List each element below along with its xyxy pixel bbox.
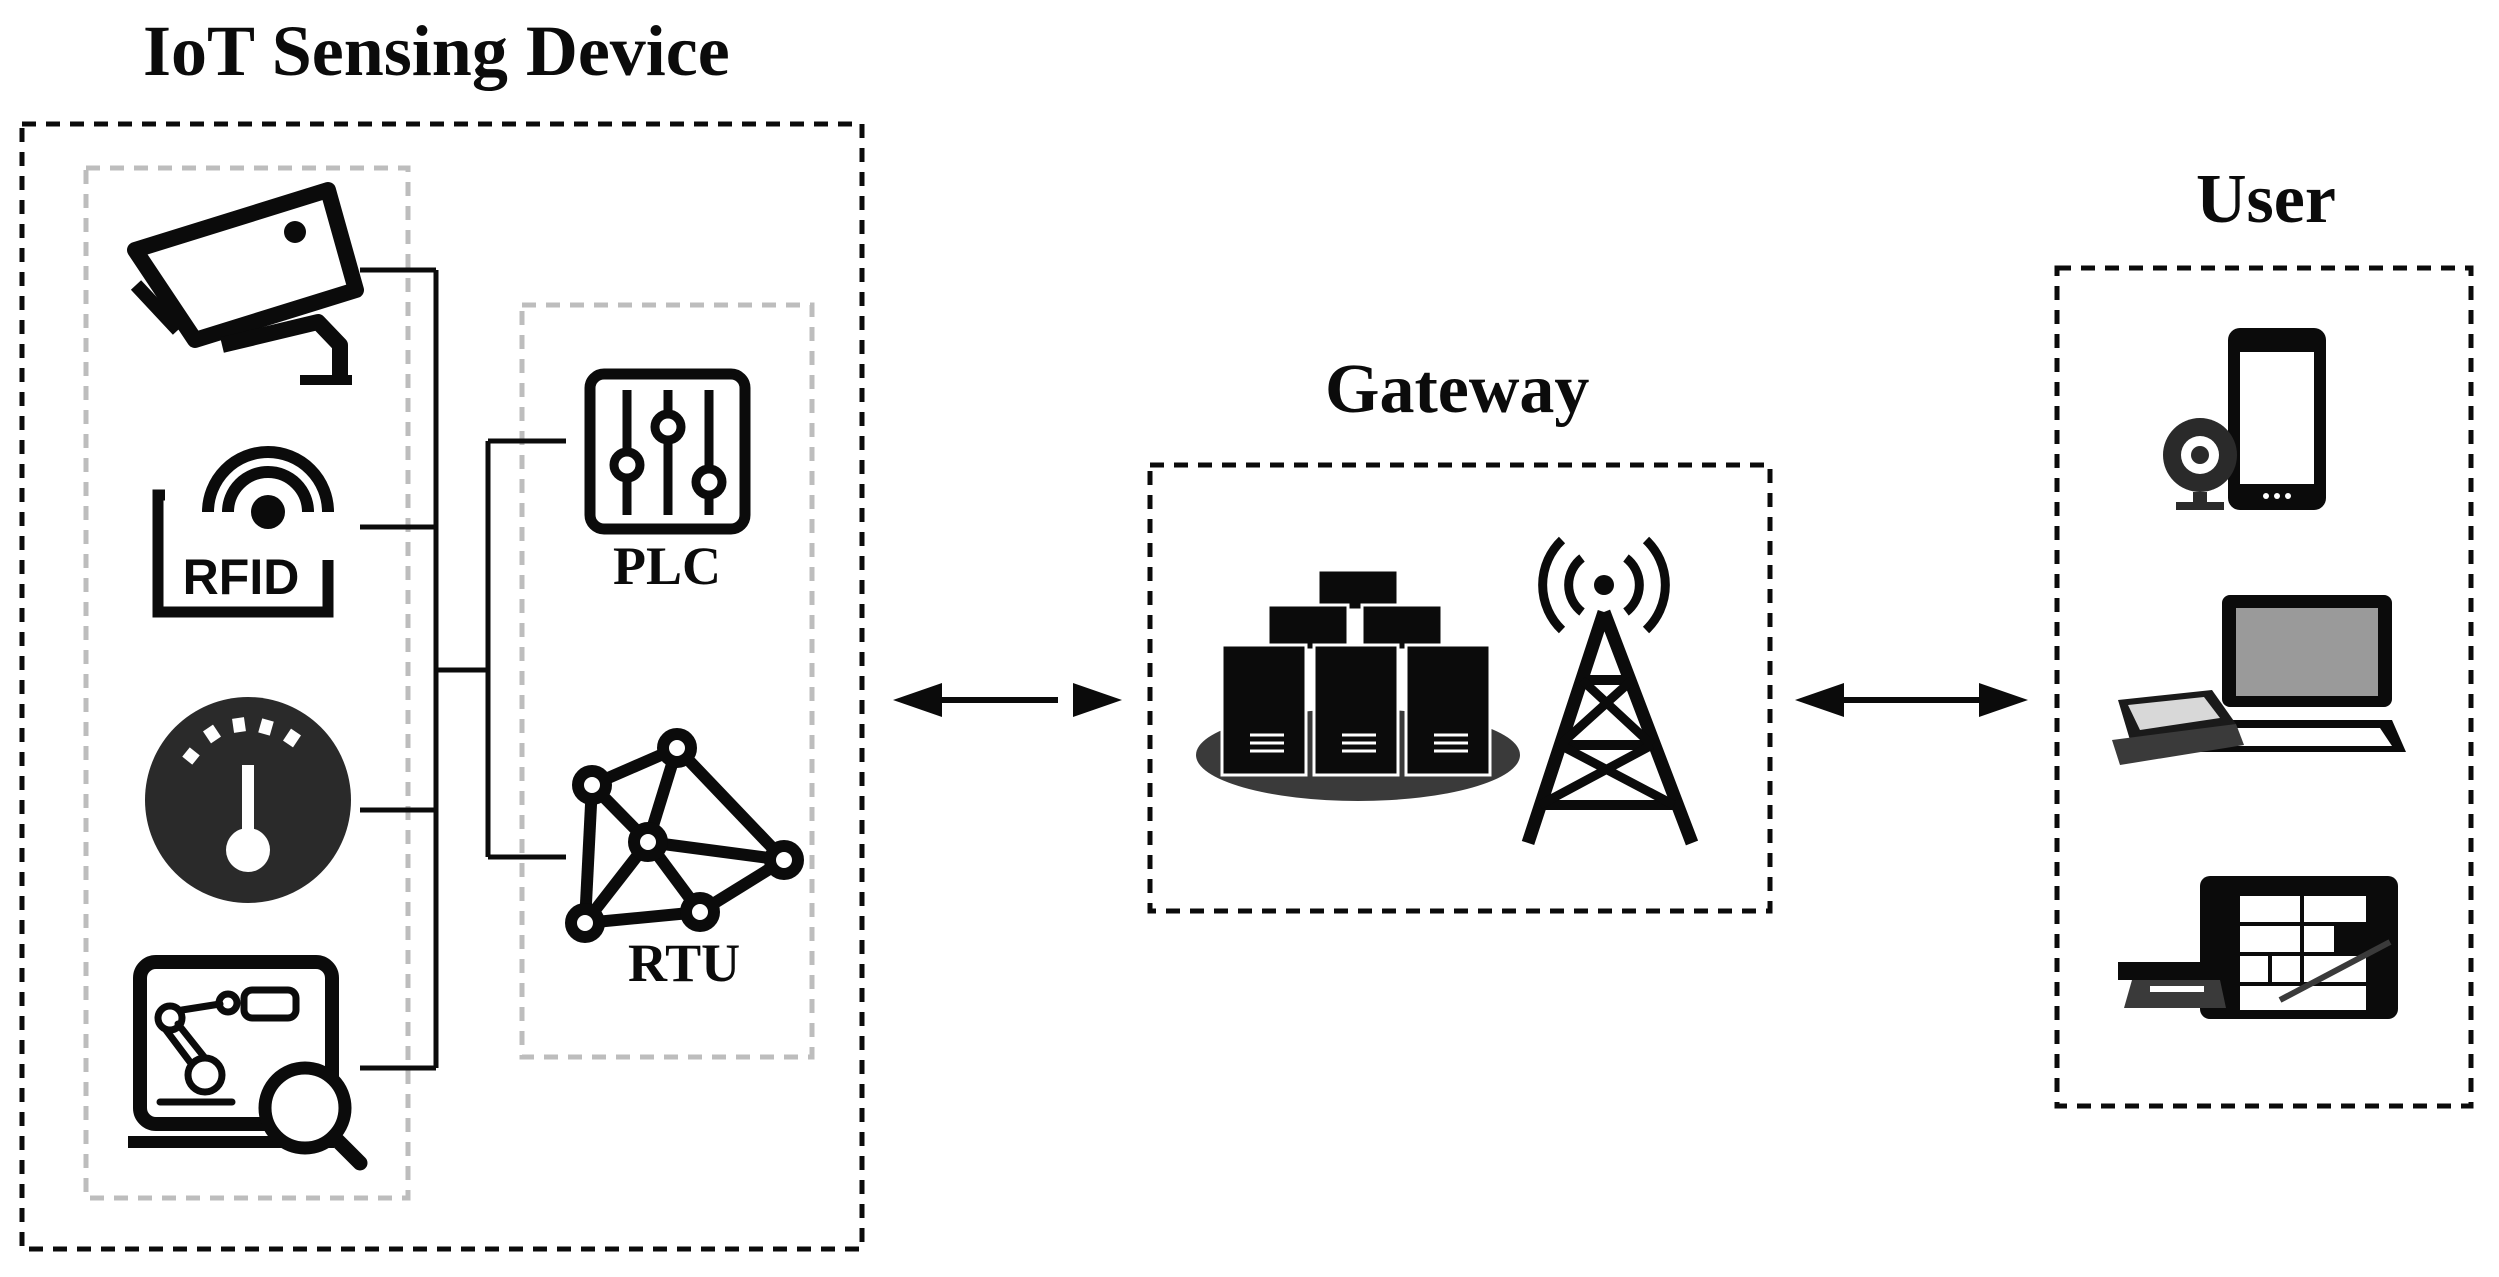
sensor-bus-lines <box>360 267 566 1071</box>
radio-tower-icon <box>1521 536 1699 846</box>
plc-sliders-icon <box>584 368 751 535</box>
iot-group-box <box>19 121 865 1252</box>
rtu-network-icon <box>565 728 804 943</box>
gateway-group-box <box>1147 462 1773 914</box>
iot-title: IoT Sensing Device <box>143 11 730 91</box>
arrow-iot-gateway <box>893 683 1122 717</box>
cctv-camera-icon <box>127 182 364 385</box>
user-title: User <box>2196 161 2336 238</box>
gauge-icon <box>145 697 351 903</box>
arrow-gateway-user <box>1795 683 2028 717</box>
phone-webcam-icon <box>2163 328 2326 510</box>
laptop-scanner-icon <box>2112 595 2406 765</box>
sensor-column-box <box>83 165 411 1201</box>
controller-column-box <box>519 302 815 1060</box>
robot-arm-inspection-icon <box>128 955 368 1171</box>
gateway-title: Gateway <box>1325 351 1590 428</box>
tablet-printer-icon <box>2118 876 2398 1019</box>
rtu-label: RTU <box>628 933 741 993</box>
rfid-icon: RFID <box>152 446 334 618</box>
plc-label: PLC <box>613 536 721 596</box>
rfid-text: RFID <box>183 549 300 605</box>
server-cluster-icon <box>1196 568 1520 801</box>
